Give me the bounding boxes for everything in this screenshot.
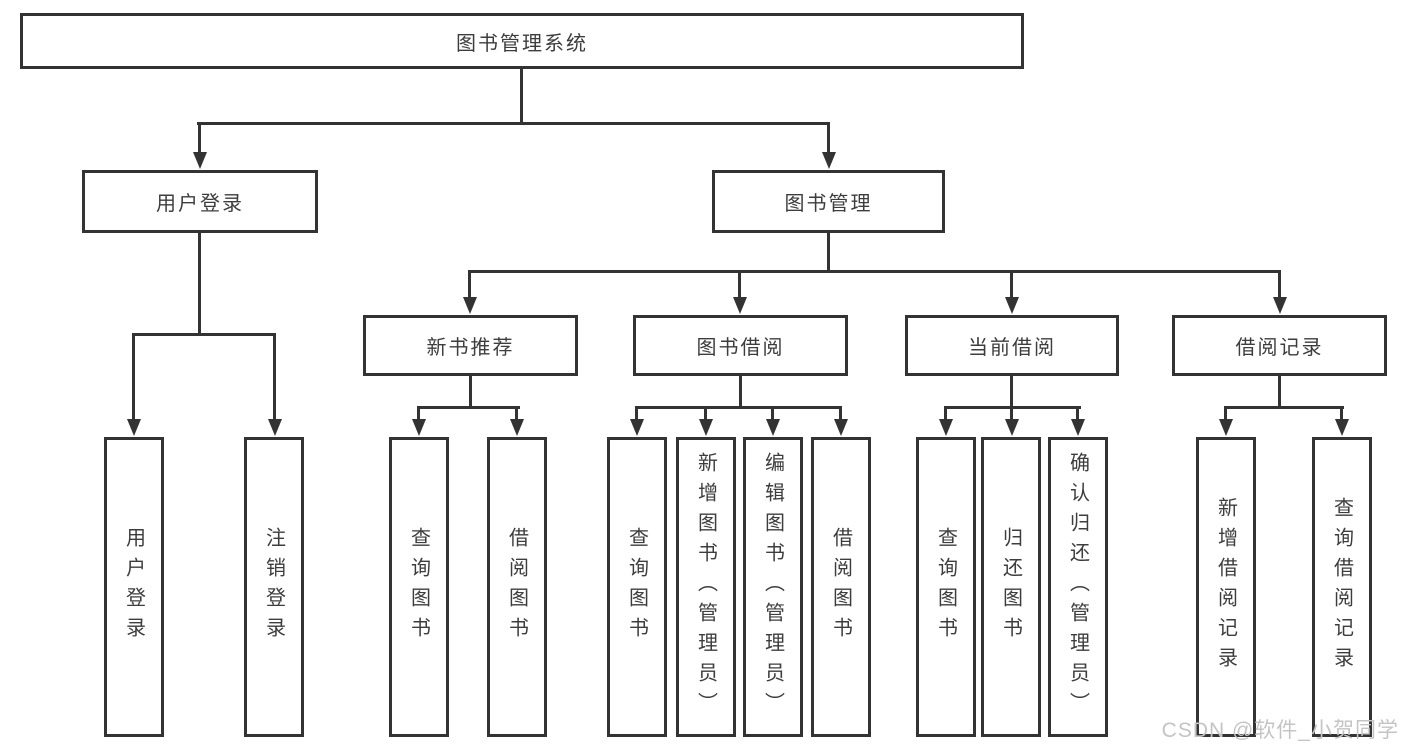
arrow-to-bb-edit-icon [765, 409, 780, 436]
node-borrow-records: 借阅记录 [1172, 315, 1387, 376]
node-user-login: 用户登录 [82, 170, 318, 233]
connector-book-mgmt-bus [468, 270, 1281, 273]
node-new-book-recommend: 新书推荐 [363, 315, 578, 376]
leaf-current-return: 归还图书 [981, 437, 1041, 737]
leaf-current-query: 查询图书 [916, 437, 976, 737]
connector-root-stem [520, 67, 523, 125]
arrow-to-cb-return-icon [1004, 409, 1019, 436]
node-book-borrow: 图书借阅 [633, 315, 848, 376]
leaf-records-query: 查询借阅记录 [1312, 437, 1372, 737]
connector-current-borrow-stem [1010, 375, 1013, 409]
leaf-borrow-query: 查询图书 [607, 437, 667, 737]
connector-new-book-stem [469, 375, 472, 409]
connector-root-bus [197, 122, 830, 125]
arrow-to-bb-query-icon [629, 409, 644, 436]
arrow-to-bb-add-icon [698, 409, 713, 436]
csdn-watermark: CSDN @软件_小贺同学 [1161, 719, 1399, 742]
connector-book-mgmt-stem [827, 231, 830, 273]
connector-book-borrow-bus [635, 406, 842, 409]
leaf-newbook-borrow: 借阅图书 [487, 437, 547, 737]
connector-borrow-records-stem [1278, 375, 1281, 409]
node-current-borrow: 当前借阅 [905, 315, 1119, 376]
arrow-to-nb-borrow-icon [509, 409, 524, 436]
arrow-to-cb-query-icon [938, 409, 953, 436]
connector-user-login-stem [198, 231, 201, 336]
leaf-current-confirm-admin: 确认归还（管理员） [1048, 437, 1108, 737]
arrow-to-new-book-icon [462, 273, 477, 314]
leaf-records-add: 新增借阅记录 [1196, 437, 1256, 737]
arrow-to-borrow-records-icon [1272, 273, 1287, 314]
leaf-borrow-edit-admin: 编辑图书（管理员） [743, 437, 803, 737]
node-book-management: 图书管理 [712, 170, 945, 233]
arrow-to-leaf-logout-icon [267, 336, 282, 436]
node-root-library-system: 图书管理系统 [20, 13, 1024, 69]
arrow-to-cb-confirm-icon [1070, 409, 1085, 436]
leaf-logout: 注销登录 [244, 437, 304, 737]
arrow-to-br-query-icon [1334, 409, 1349, 436]
connector-current-borrow-bus [944, 406, 1081, 409]
arrow-to-user-login-icon [192, 125, 207, 169]
connector-borrow-records-bus [1224, 406, 1344, 409]
arrow-to-book-mgmt-icon [821, 125, 836, 169]
arrow-to-book-borrow-icon [732, 273, 747, 314]
leaf-borrow-borrow: 借阅图书 [811, 437, 871, 737]
connector-book-borrow-stem [739, 375, 742, 409]
arrow-to-br-add-icon [1218, 409, 1233, 436]
arrow-to-leaf-user-login-icon [126, 336, 141, 436]
arrow-to-nb-query-icon [411, 409, 426, 436]
arrow-to-current-borrow-icon [1004, 273, 1019, 314]
leaf-user-login: 用户登录 [104, 437, 164, 737]
leaf-borrow-add-admin: 新增图书（管理员） [676, 437, 736, 737]
leaf-newbook-query: 查询图书 [389, 437, 449, 737]
connector-user-login-bus [132, 333, 276, 336]
arrow-to-bb-borrow-icon [833, 409, 848, 436]
connector-new-book-bus [417, 406, 520, 409]
